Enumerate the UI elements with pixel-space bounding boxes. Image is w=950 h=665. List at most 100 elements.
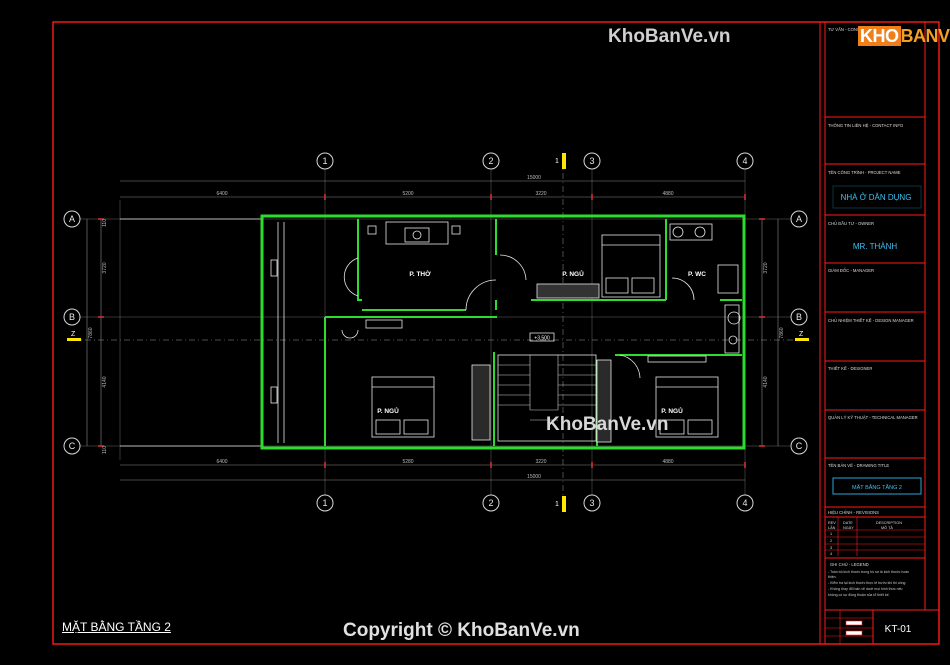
watermark-middle: KhoBanVe.vn: [546, 414, 669, 435]
wardrobe-left: [471, 364, 491, 441]
revision-headers: REV DATE DESCRIPTION LẦN NGÀY MÔ TẢ 1 2 …: [828, 521, 902, 556]
dim-right-total: 7860: [779, 327, 785, 338]
dimension-lines: [86, 180, 779, 481]
tb-revision: HIỆU CHỈNH - REVISIONS: [828, 510, 879, 515]
wc-toilet: [727, 311, 741, 325]
rev-col-date: DATE: [843, 521, 853, 525]
room-label-ngu-left: P. NGỦ: [377, 406, 399, 415]
stamp-cells: [825, 610, 873, 644]
grid-lines: [72, 160, 800, 510]
tb-drawing-label: TÊN BẢN VẼ - DRAWING TITLE: [828, 463, 889, 468]
grid-row-b-right: B: [796, 312, 802, 322]
grid-row-c-left: C: [69, 441, 76, 451]
wc-basin-2: [694, 226, 706, 238]
section-right-mark: Z: [799, 331, 804, 338]
tb-owner-name: MR. THÀNH: [853, 242, 898, 251]
grid-bubbles: [63, 152, 808, 512]
note-2: thiện.: [828, 575, 837, 579]
watermark-top: KhoBanVe.vn: [608, 26, 731, 47]
dim-left-small-2: 110: [102, 446, 108, 454]
grid-bubble-labels: 1 2 3 4 1 2 3 4 A B C A B C: [69, 156, 803, 508]
dim-left-1: 3720: [102, 262, 108, 273]
altar: [385, 221, 449, 245]
tb-designer: THIẾT KẾ - DESIGNER: [828, 366, 872, 371]
grid-row-c-right: C: [796, 441, 803, 451]
grid-col-4-top: 4: [742, 156, 747, 166]
grid-col-2-top: 2: [488, 156, 493, 166]
logo-suffix: BANVE: [900, 26, 950, 46]
dim-left-2: 4140: [102, 376, 108, 387]
door-swing-4: [619, 354, 641, 379]
section-bot-num: 1: [555, 501, 559, 508]
title-block: [819, 21, 940, 645]
furniture: [341, 221, 741, 443]
dim-bot-4: 4880: [662, 459, 673, 465]
tb-design-lead: CHỦ NHIỆM THIẾT KẾ - DESIGN MANAGER: [828, 318, 914, 323]
note-1: - Toàn bộ kích thước trong hồ sơ là kích…: [828, 570, 909, 574]
grid-row-b-left: B: [69, 312, 75, 322]
room-labels: P. THỜ P. NGỦ P. WC P. NGỦ P. NGỦ: [377, 269, 706, 415]
dim-left-small-1: 110: [102, 219, 108, 227]
rev-col-rev: REV: [828, 521, 836, 525]
grid-col-1-top: 1: [322, 156, 327, 166]
level-marker: [529, 332, 555, 342]
tb-project-name: NHÀ Ở DÂN DỤNG: [841, 193, 912, 202]
section-marker-labels: 1 1 Z Z: [71, 158, 804, 508]
wardrobe-top: [536, 283, 600, 299]
rev-col-date-vn: NGÀY: [843, 526, 854, 530]
revision-table: [825, 517, 925, 556]
dim-right-2: 4140: [763, 376, 769, 387]
dim-left-total: 7860: [88, 327, 94, 338]
rev-row-1: 1: [830, 532, 832, 536]
tb-owner-label: CHỦ ĐẦU TƯ - OWNER: [828, 221, 874, 226]
dim-top-4: 4880: [662, 191, 673, 197]
grid-col-3-bot: 3: [589, 498, 594, 508]
tb-notes-label: GHI CHÚ - LEGEND: [830, 562, 869, 567]
copyright-watermark: Copyright © KhoBanVe.vn: [343, 620, 580, 641]
bed-left: [371, 376, 435, 438]
dim-overall-bot: 15000: [527, 474, 541, 480]
khobanve-logo: KHOBANVE: [858, 26, 950, 47]
rev-row-4: 4: [830, 552, 832, 556]
exterior-walls: [260, 214, 746, 450]
rev-row-2: 2: [830, 539, 832, 543]
level-marker-label: +3.500: [534, 336, 550, 342]
dim-top-2: 5200: [402, 191, 413, 197]
terrace-outline: [120, 218, 285, 447]
door-swing-1: [465, 279, 497, 311]
title-block-values: NHÀ Ở DÂN DỤNG MR. THÀNH MẶT BẰNG TẦNG 2: [841, 193, 912, 491]
grid-row-a-right: A: [796, 214, 802, 224]
room-label-ngu-top: P. NGỦ: [562, 269, 584, 278]
room-label-wc: P. WC: [688, 271, 706, 278]
legend-notes: - Toàn bộ kích thước trong hồ sơ là kích…: [828, 570, 909, 597]
section-top-num: 1: [555, 158, 559, 165]
bed-top: [601, 234, 661, 298]
sheet-title: MẶT BẰNG TẦNG 2: [62, 620, 171, 634]
rev-row-3: 3: [830, 546, 832, 550]
bed-right: [655, 376, 719, 438]
wardrobe-right: [596, 359, 612, 443]
note-5: không có sự đồng thuận của tổ thiết kế.: [828, 593, 890, 597]
dim-top-1: 6400: [216, 191, 227, 197]
grid-col-3-top: 3: [589, 156, 594, 166]
dim-bot-3: 3220: [535, 459, 546, 465]
dimension-ticks: [98, 194, 765, 468]
door-swing-5: [343, 257, 359, 297]
tb-tech-manager: QUẢN LÝ KỸ THUẬT - TECHNICAL MANAGER: [828, 415, 918, 420]
tb-director: GIÁM ĐỐC - MANAGER: [828, 268, 874, 273]
room-label-ngu-right: P. NGỦ: [661, 406, 683, 415]
rev-col-desc-vn: MÔ TẢ: [881, 525, 893, 530]
project-name-box: [832, 185, 922, 209]
stair: [497, 354, 597, 442]
section-left-mark: Z: [71, 331, 76, 338]
dim-right-1: 3720: [763, 262, 769, 273]
sheet-code: KT-01: [885, 624, 912, 635]
note-3: - Kiểm tra lại kích thước thực tế trước …: [828, 581, 906, 585]
side-dimension-labels: 3720 4140 7860 3720 4140 7860 110 110: [88, 219, 785, 454]
dim-bot-1: 6400: [216, 459, 227, 465]
dim-top-3: 3220: [535, 191, 546, 197]
door-swing-2: [499, 254, 527, 281]
grid-col-2-bot: 2: [488, 498, 493, 508]
tb-consultant: TƯ VẤN - CONSULTANT: [828, 27, 876, 32]
wc-basin-1: [672, 226, 684, 238]
